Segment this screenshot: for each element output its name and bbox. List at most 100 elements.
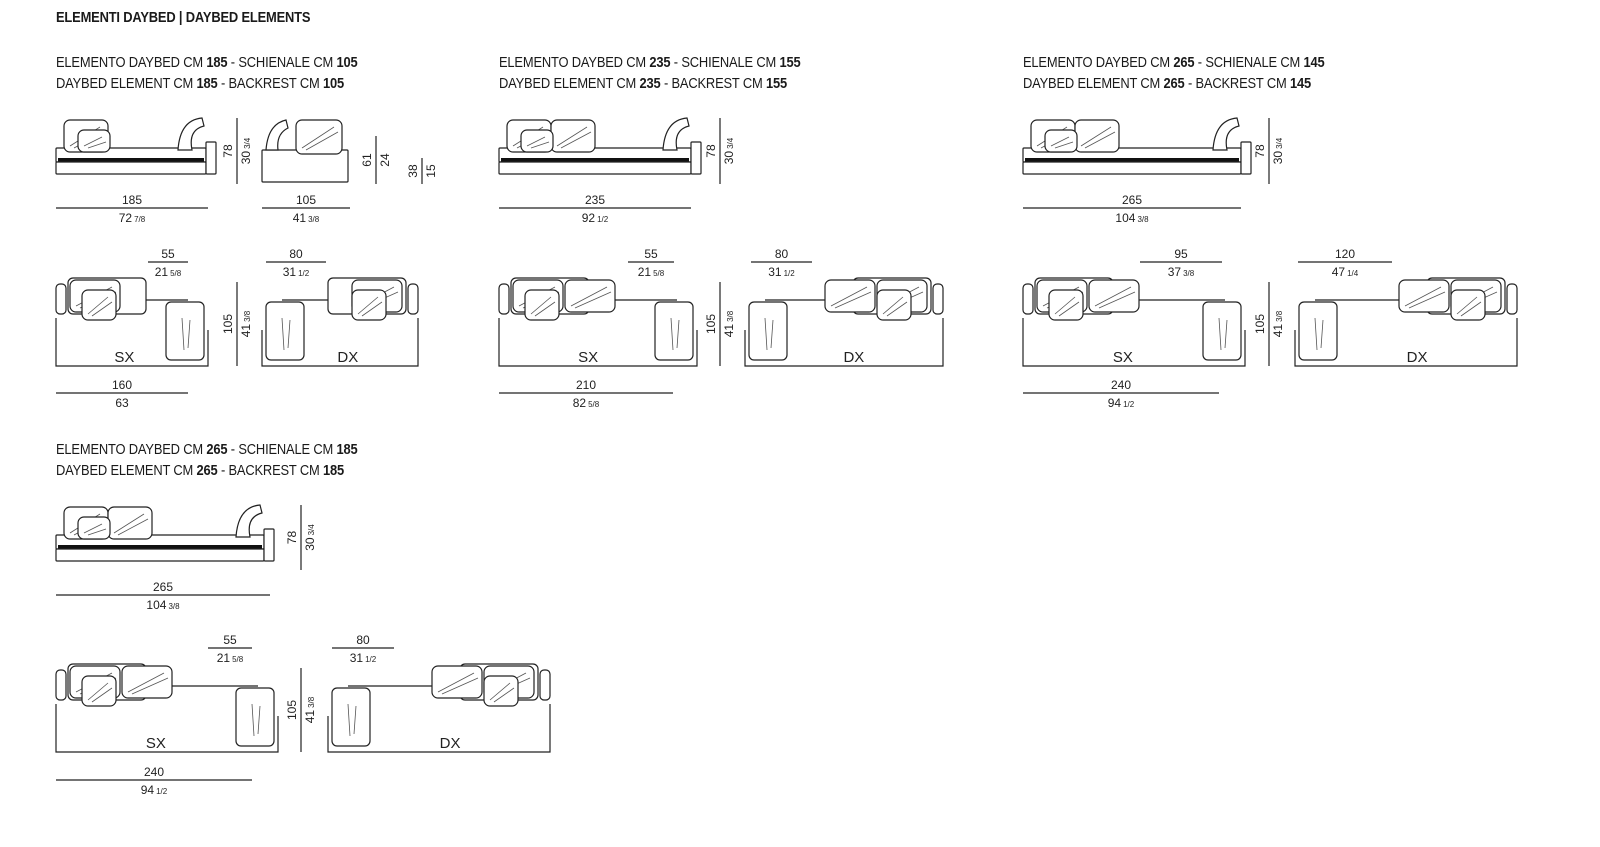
armrest-end <box>55 283 67 315</box>
dx-marker: DX <box>440 735 461 752</box>
block-title: ELEMENTO DAYBED CM 265 - SCHIENALE CM 18… <box>56 439 358 481</box>
dx-marker: DX <box>843 349 864 366</box>
dimension-cm: 55 <box>223 633 237 647</box>
armrest-end <box>539 669 551 701</box>
dimension-inches: 63 <box>115 396 129 410</box>
back-pillow <box>1074 119 1120 153</box>
side-panel <box>690 141 702 175</box>
scatter-cushion <box>876 289 912 321</box>
dimension-cm: 78 <box>221 144 235 158</box>
back-pillow <box>107 506 153 540</box>
cushion-fold <box>127 672 169 695</box>
title-english: DAYBED ELEMENT CM 265 - BACKREST CM 185 <box>56 462 344 479</box>
scatter-cushion <box>77 516 111 540</box>
armrest-end <box>1506 283 1518 315</box>
scatter-cushion <box>483 675 519 707</box>
dimension-cm: 105 <box>221 314 235 334</box>
dimension-cm: 55 <box>644 247 658 261</box>
daybed-elevation <box>55 504 275 562</box>
dimension-cm: 120 <box>1335 247 1355 261</box>
dimension-cm: 80 <box>289 247 303 261</box>
backrest-fold <box>181 317 191 351</box>
dimension-inches: 24 <box>378 153 392 167</box>
sx-marker: SX <box>114 349 134 366</box>
plan-view-sx: SX <box>55 663 279 753</box>
daybed-185-block: ELEMENTO DAYBED CM 185 - SCHIENALE CM 10… <box>56 52 407 94</box>
scatter-cushion <box>1450 289 1486 321</box>
dimension-cm: 240 <box>1111 378 1131 392</box>
heading-italian: ELEMENTI DAYBED <box>56 9 176 26</box>
sx-marker: SX <box>578 349 598 366</box>
cushion-fold <box>87 682 113 703</box>
title-italian: ELEMENTO DAYBED CM 265 - SCHIENALE CM 18… <box>56 441 358 458</box>
side-panel <box>263 528 275 562</box>
seat-band <box>58 158 204 162</box>
cushion-fold <box>1054 296 1080 317</box>
cushion-fold <box>87 296 113 317</box>
dimension-cm: 160 <box>112 378 132 392</box>
backrest-module <box>748 301 788 361</box>
seat-band <box>1025 158 1239 162</box>
backrest-module <box>1202 301 1242 361</box>
dimension-cm: 105 <box>296 193 316 207</box>
dimension-cm: 61 <box>360 153 374 167</box>
back-pillow <box>824 279 876 313</box>
backrest-module <box>235 687 275 747</box>
backrest-fold <box>1218 317 1228 351</box>
plan-view-dx: DX <box>744 277 944 367</box>
title-english: DAYBED ELEMENT CM 265 - BACKREST CM 145 <box>1023 75 1311 92</box>
title-english: DAYBED ELEMENT CM 235 - BACKREST CM 155 <box>499 75 787 92</box>
dimension-cm: 105 <box>285 700 299 720</box>
sx-marker: SX <box>146 735 166 752</box>
dimension-cm: 78 <box>285 531 299 545</box>
daybed-235-block: ELEMENTO DAYBED CM 235 - SCHIENALE CM 15… <box>499 52 850 94</box>
daybed-elevation <box>55 117 217 175</box>
backrest-module <box>1298 301 1338 361</box>
cushion-fold <box>83 136 107 149</box>
armrest-end <box>498 283 510 315</box>
scatter-cushion <box>351 289 387 321</box>
seat-base <box>55 161 207 175</box>
title-english: DAYBED ELEMENT CM 185 - BACKREST CM 105 <box>56 75 344 92</box>
cushion-fold <box>1080 126 1116 149</box>
dimension-cm: 240 <box>144 765 164 779</box>
cushion-fold <box>83 523 107 536</box>
sx-marker: SX <box>1113 349 1133 366</box>
backrest-fold <box>251 703 261 737</box>
cushion-fold <box>882 296 908 317</box>
block-title: ELEMENTO DAYBED CM 235 - SCHIENALE CM 15… <box>499 52 801 94</box>
cushion-fold <box>301 126 339 151</box>
dimension-inches: 15 <box>424 164 438 178</box>
plan-view-sx: SX <box>55 277 209 367</box>
dimension-inches: 413/8 <box>303 696 317 723</box>
cushion-fold <box>1094 286 1136 309</box>
plan-view-dx: DX <box>261 277 419 367</box>
armrest-end <box>55 669 67 701</box>
backrest-seat <box>261 149 349 183</box>
dimension-inches: 303/4 <box>239 137 253 164</box>
scatter-cushion <box>520 129 554 153</box>
backrest-end <box>1212 117 1240 151</box>
